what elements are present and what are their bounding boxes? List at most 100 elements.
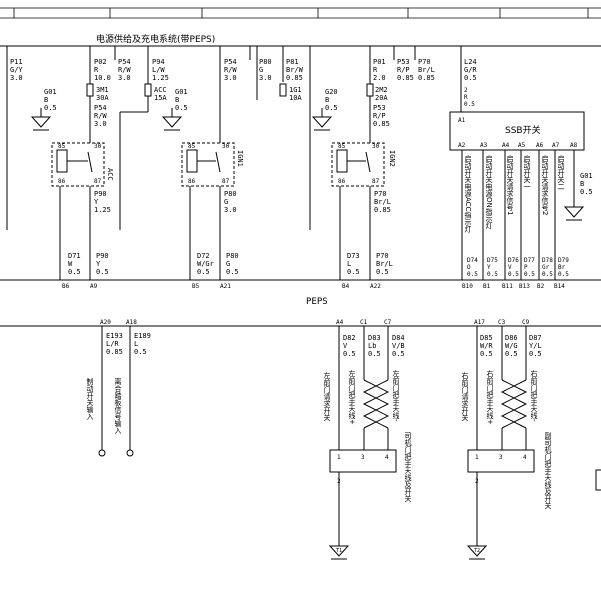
wire-p01-color: R [373,66,378,74]
wire-p53b-size: 0.85 [373,120,390,128]
relay-ign1-pin86: 86 [188,178,196,185]
ground-t2: T2 [474,548,480,554]
wire-p53a-size: 0.85 [397,74,414,82]
fuse-1g1-name: 1G1 [289,86,302,94]
svg-text:D71: D71 [68,252,81,260]
lf-conn-pin3: 3 [361,454,365,461]
wire-p81-size: 0.85 [286,74,303,82]
wire-d86-code: D86 [505,334,518,342]
relay-ign2 [331,142,385,187]
relay-acc [51,142,105,187]
svg-text:0.5: 0.5 [508,271,519,278]
label-lf-assy: 司机门把手天线及开关 [404,432,412,503]
wire-d87-color: Y/L [529,342,542,350]
wire-p90a-code: P90 [94,190,107,198]
label-brake-input: 制动开关输入 [86,377,94,420]
relay-acc-label: ACC [106,168,114,181]
wire-d82-size: 0.5 [343,350,356,358]
wire-e193-size: 0.85 [106,348,123,356]
wire-d77: D77 P 0.5 B13 [519,257,535,290]
wire-p54c-color: R/W [94,112,107,120]
fuse-2m2 [366,83,374,97]
svg-text:D77: D77 [524,257,535,264]
group-ssb: L24 G/R 0.5 2 R 0.5 A1 SSB开关 A2 A3 A4 A5… [449,46,593,280]
relay-ign1-pin87: 87 [222,178,230,185]
wire-g01b-color: B [175,96,179,104]
wire-p70a-size: 0.85 [418,74,435,82]
peps-label: PEPS [306,297,328,307]
top-frame [0,7,601,19]
fuse-2m2-name: 2M2 [375,86,388,94]
ssb-signal-5: 启动开关请求信号2 [541,154,549,215]
wire-g01a-color: B [44,96,48,104]
wire-p94-code: P94 [152,58,165,66]
pin-c1: C1 [360,319,368,326]
wire-p53a-color: R/P [397,66,410,74]
label-rf-ant-p: 右前门把手天线+ [486,369,494,425]
svg-text:Y: Y [96,260,101,268]
wire-l24-color: G/R [464,66,477,74]
twisted-pair-right [500,379,528,429]
wire-g20-color: B [325,96,329,104]
svg-text:Gr: Gr [542,264,550,271]
svg-text:0.5: 0.5 [376,268,389,276]
svg-text:B4: B4 [342,283,350,290]
svg-text:P90: P90 [96,252,109,260]
svg-text:D78: D78 [542,257,553,264]
svg-text:Y: Y [487,264,491,271]
wire-p80a-color: G [259,66,263,74]
wire-p90a-size: 1.25 [94,206,111,214]
svg-text:V: V [508,264,512,271]
wire-g01c-size: 0.5 [580,188,593,196]
wire-d83-size: 0.5 [368,350,381,358]
lf-conn-pin1: 1 [337,454,341,461]
wire-g01c-color: B [580,180,584,188]
svg-text:L: L [347,260,351,268]
lower-section: A20 E193 L/R 0.85 制动开关输入 A18 E189 L 0.5 … [86,319,601,560]
svg-text:0.5: 0.5 [347,268,360,276]
wire-l24b-size: 0.5 [464,101,475,108]
svg-text:P70: P70 [376,252,389,260]
wire-p70a-color: Br/L [418,66,435,74]
fuse-3m1-rating: 30A [96,94,109,102]
wire-p70b-code: P70 [374,190,387,198]
wire-d82-color: V [343,342,348,350]
edge-connector [595,469,601,491]
wire-d84-color: V/B [392,342,405,350]
fuse-3m1-name: 3M1 [96,86,109,94]
svg-text:P80: P80 [226,252,239,260]
ground-symbol [161,116,183,131]
pin-c3: C3 [498,319,506,326]
wire-e189-code: E189 [134,332,151,340]
svg-text:A22: A22 [370,283,381,290]
relay-ign2-pin87: 87 [372,178,380,185]
relay-acc-pin87: 87 [94,178,102,185]
wire-p80b-color: G [224,198,228,206]
ssb-pin-a2: A2 [458,142,466,149]
svg-text:D79: D79 [558,257,569,264]
lf-conn-pin4: 4 [385,454,389,461]
svg-text:A21: A21 [220,283,231,290]
svg-text:D73: D73 [347,252,360,260]
svg-text:0.5: 0.5 [558,271,569,278]
wire-g01b-size: 0.5 [175,104,188,112]
ssb-switch-box [449,111,585,151]
wire-d85-color: W/R [480,342,493,350]
wire-p54a-size: 3.0 [118,74,131,82]
ssb-signal-2: 启动开关电源ON指示灯 [485,154,493,230]
svg-text:0.5: 0.5 [467,271,478,278]
wire-p02-size: 10.0 [94,74,111,82]
svg-text:G: G [226,260,230,268]
connector-passenger-door [467,449,535,473]
svg-text:B13: B13 [519,283,530,290]
label-clutch-input: 离合踏板信号输入 [114,377,122,434]
label-rf-ant-n: 右前门把手天线- [530,369,538,422]
wire-d83-code: D83 [368,334,381,342]
wire-g20-size: 0.5 [325,104,338,112]
wire-p54b-size: 3.0 [224,74,237,82]
svg-text:D76: D76 [508,257,519,264]
label-lf-ant-p: 左前门把手天线+ [348,369,356,425]
connector-driver-door [329,449,397,473]
group-ign1: P94 L/W 1.25 ACC 15A G01 B 0.5 P54 R/W 3… [119,46,304,280]
wire-e193-color: L/R [106,340,119,348]
